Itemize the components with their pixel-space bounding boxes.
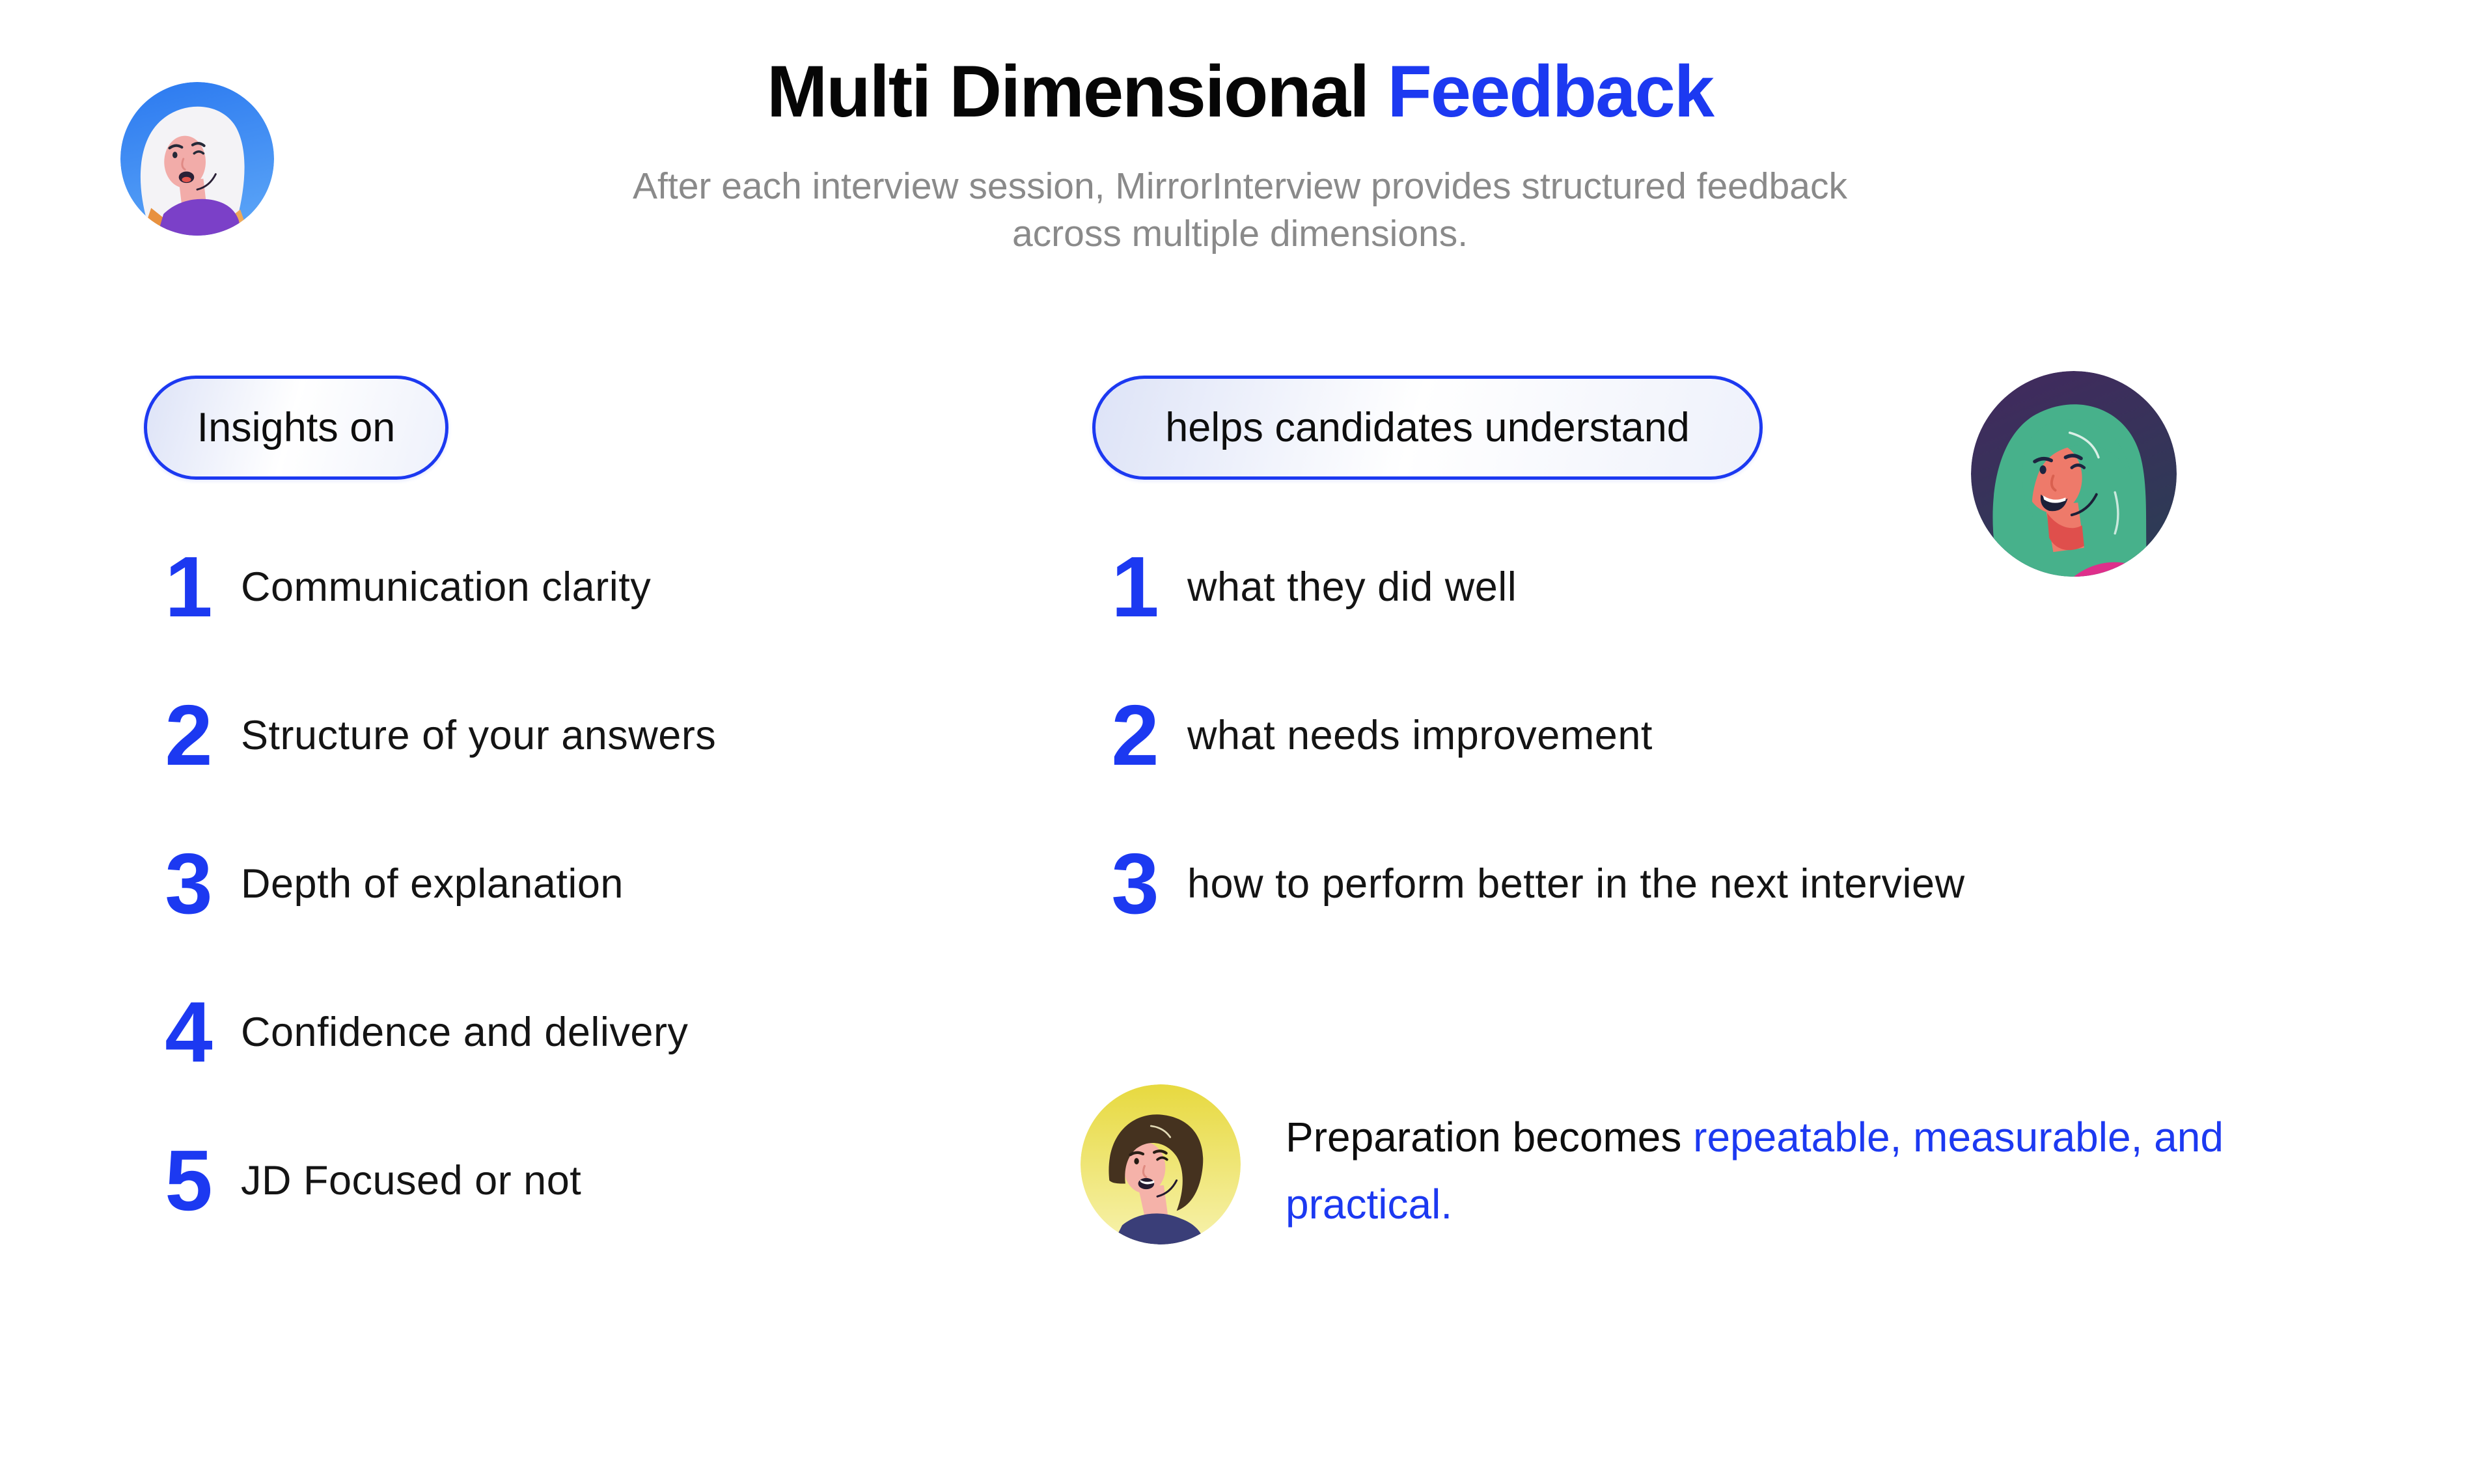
woman-white-hair-illustration [120,82,274,236]
insights-on-pill: Insights on [144,376,448,480]
item-label: what they did well [1187,564,1517,610]
helps-candidates-understand-pill: helps candidates understand [1092,376,1763,480]
page-title-accent: Feedback [1387,51,1715,132]
item-number: 1 [165,539,213,635]
list-item: 5 JD Focused or not [155,1106,716,1255]
item-number: 3 [1111,836,1159,931]
page-title-black: Multi Dimensional [766,51,1370,132]
list-item: 2 Structure of your answers [155,661,716,810]
item-label: Structure of your answers [241,713,717,758]
quote-prefix: Preparation becomes [1286,1114,1682,1161]
item-number: 3 [165,836,213,931]
list-item: 1 what they did well [1101,513,1965,661]
insights-on-pill-label: Insights on [197,405,396,450]
list-item: 3 how to perform better in the next inte… [1101,810,1965,958]
list-item: 3 Depth of explanation [155,810,716,958]
item-label: what needs improvement [1187,713,1653,758]
woman-green-hair-avatar [1971,371,2177,577]
candidates-understand-list: 1 what they did well 2 what needs improv… [1101,513,1965,958]
item-label: Confidence and delivery [241,1010,689,1055]
item-number: 4 [165,984,213,1080]
list-item: 2 what needs improvement [1101,661,1965,810]
list-item: 4 Confidence and delivery [155,958,716,1106]
preparation-quote: Preparation becomes repeatable, measurab… [1286,1104,2236,1238]
page-title: Multi Dimensional Feedback [0,43,2480,141]
quote-highlight: repeatable, measurable, and practical. [1286,1114,2224,1228]
item-label: Communication clarity [241,564,652,610]
insights-list: 1 Communication clarity 2 Structure of y… [155,513,716,1255]
item-number: 2 [165,687,213,783]
item-number: 2 [1111,687,1159,783]
list-item: 1 Communication clarity [155,513,716,661]
subtitle-line-1: After each interview session, MirrorInte… [633,165,1847,207]
woman-green-hair-illustration [1971,371,2177,577]
man-avatar [1081,1084,1241,1244]
item-label: how to perform better in the next interv… [1187,861,1965,907]
item-label: JD Focused or not [241,1158,582,1203]
man-illustration [1081,1084,1241,1244]
helps-candidates-understand-pill-label: helps candidates understand [1165,405,1690,450]
subtitle-line-2: across multiple dimensions. [1012,213,1468,254]
page-subtitle: After each interview session, MirrorInte… [0,163,2480,258]
item-label: Depth of explanation [241,861,624,907]
item-number: 5 [165,1133,213,1228]
item-number: 1 [1111,539,1159,635]
woman-white-hair-avatar [120,82,274,236]
